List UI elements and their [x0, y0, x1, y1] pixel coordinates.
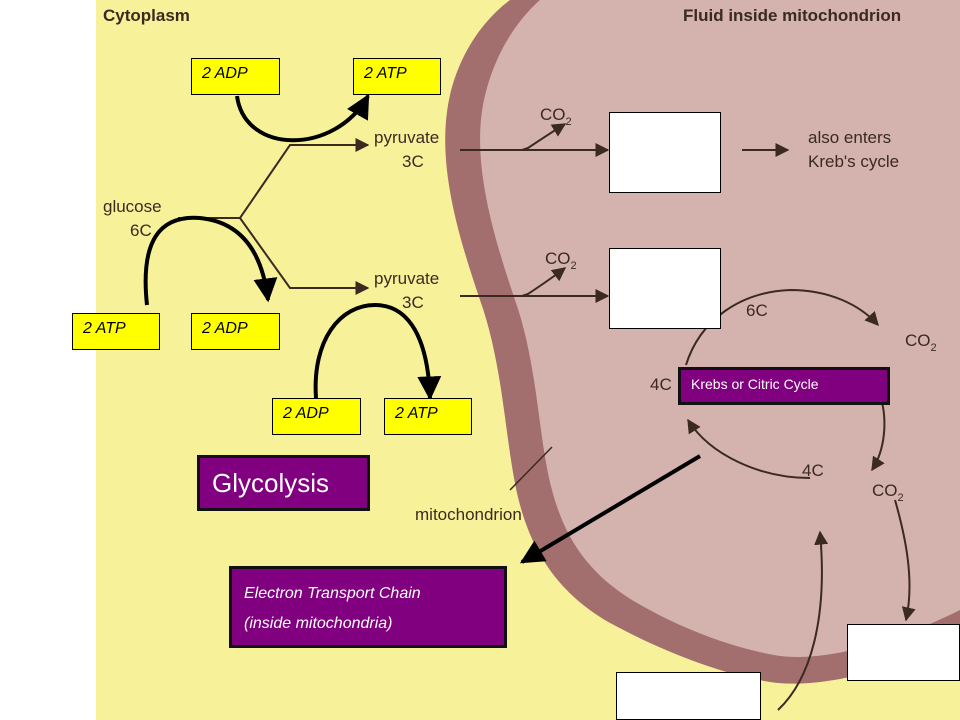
bottom-adp-box: 2 ADP: [272, 398, 361, 435]
etc-box: Electron Transport Chain (inside mitocho…: [229, 566, 507, 648]
investment-arrow: [143, 215, 278, 306]
blank-answer-box-1: [609, 112, 721, 193]
left-margin: [0, 0, 96, 720]
investment-atp-box: 2 ATP: [72, 313, 160, 350]
glycolysis-box: Glycolysis: [197, 455, 370, 511]
also-enters-label: also enters: [808, 128, 891, 147]
exit-arrow-right: [894, 499, 916, 622]
top-phosphorylation-arrow: [235, 93, 370, 143]
co2-top-label: CO2: [540, 105, 572, 128]
mitochondrion-label: mitochondrion: [415, 505, 522, 524]
krebs-cycle-lower-arrow: [687, 418, 811, 479]
cytoplasm-title: Cytoplasm: [103, 6, 190, 25]
pyruvate-bottom-label: pyruvate: [374, 269, 439, 288]
bottom-phosphorylation-arrow: [313, 302, 442, 401]
glucose-carbons: 6C: [130, 221, 152, 240]
top-atp-box: 2 ATP: [353, 58, 441, 95]
entry-arrow-bottom: [777, 530, 829, 711]
etc-line-1: Electron Transport Chain: [244, 585, 421, 602]
mitochondrion-leader-line: [509, 446, 553, 491]
fluid-title: Fluid inside mitochondrion: [683, 6, 901, 25]
co2-top-arrow: [521, 123, 567, 151]
krebs-cycle-upper-arrow: [685, 288, 879, 366]
pyruvate-top-carbons: 3C: [402, 152, 424, 171]
krebs-cycle-label: Kreb's cycle: [808, 152, 899, 171]
top-adp-box: 2 ADP: [191, 58, 280, 95]
investment-adp-box: 2 ADP: [191, 313, 280, 350]
krebs-cycle-box: Krebs or Citric Cycle: [678, 367, 890, 405]
bottom-atp-box: 2 ATP: [384, 398, 472, 435]
co2-bottom-label: CO2: [872, 481, 904, 504]
glucose-label: glucose: [103, 197, 162, 216]
blank-answer-box-2: [609, 248, 721, 329]
pyruvate-bottom-carbons: 3C: [402, 293, 424, 312]
glucose-to-pyruvate-bottom-arrow: [239, 217, 370, 295]
blank-answer-box-3: [847, 624, 960, 681]
etc-arrow: [519, 454, 702, 564]
carbon-6c-label: 6C: [746, 301, 768, 320]
etc-line-2: (inside mitochondria): [244, 615, 393, 632]
co2-mid-label: CO2: [545, 249, 577, 272]
co2-right-label: CO2: [905, 331, 937, 354]
co2-mid-arrow: [521, 267, 567, 297]
blank-answer-box-4: [616, 672, 761, 720]
pyruvate-top-label: pyruvate: [374, 128, 439, 147]
carbon-4c-left-label: 4C: [650, 375, 672, 394]
carbon-4c-bottom-label: 4C: [802, 461, 824, 480]
